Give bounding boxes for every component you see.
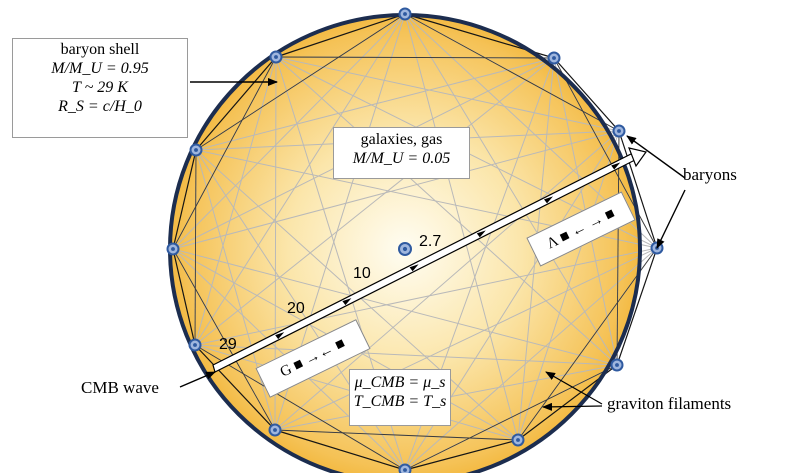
- wave-tick-marks: [275, 162, 621, 340]
- graviton-filament: [517, 247, 658, 441]
- baryon-node-core: [403, 468, 407, 472]
- temp-label-29: 29: [219, 336, 237, 353]
- graviton-filament: [404, 439, 519, 471]
- graviton-filament: [404, 247, 658, 471]
- baryon-node-core: [615, 363, 619, 367]
- baryon-node-core: [193, 343, 197, 347]
- baryon-node-core: [617, 129, 621, 133]
- graviton-filament: [275, 56, 555, 59]
- galaxies-box: galaxies, gas M/M_U = 0.05: [333, 127, 470, 179]
- wave-tick: [342, 298, 352, 306]
- baryon-node-core: [552, 56, 556, 60]
- cmb-wave-label: CMB wave: [81, 378, 159, 397]
- baryons-pointer-upper: [626, 135, 686, 179]
- graviton-filament: [517, 130, 620, 441]
- graviton-filament: [618, 130, 658, 249]
- graviton-filament: [274, 429, 519, 441]
- baryon-shell-mass: M/M_U = 0.95: [51, 59, 149, 77]
- cmb-chemical-potential: μ_CMB = μ_s: [354, 374, 446, 391]
- baryon-node-core: [274, 55, 278, 59]
- temp-label-2-7: 2.7: [419, 233, 442, 250]
- baryon-node-core: [516, 438, 520, 442]
- graviton-filament: [194, 149, 197, 346]
- galaxies-title: galaxies, gas: [360, 131, 443, 148]
- graviton-filament: [275, 56, 618, 366]
- graviton-filament: [274, 429, 406, 471]
- galaxies-mass: M/M_U = 0.05: [352, 149, 451, 167]
- graviton-filament: [194, 344, 618, 366]
- graviton-filament: [275, 13, 406, 58]
- baryon-node-core: [403, 12, 407, 16]
- wave-tick: [409, 264, 419, 272]
- baryon-shell-radius: R_S = c/H_0: [58, 97, 142, 115]
- filaments-pointer-upper: [545, 371, 603, 405]
- graviton-filament: [275, 56, 620, 132]
- graviton-filament: [194, 13, 406, 346]
- temp-label-20: 20: [287, 300, 305, 317]
- baryons-pointer-lower: [656, 189, 686, 249]
- graviton-filament: [172, 149, 197, 250]
- graviton-filaments-label: graviton filaments: [607, 394, 732, 413]
- graviton-filament: [195, 13, 406, 151]
- graviton-filament: [616, 247, 658, 366]
- graviton-filament: [404, 13, 519, 441]
- baryon-node-core: [273, 428, 277, 432]
- cmb-wave-arrow: [212, 147, 648, 373]
- center-node-core: [402, 246, 408, 252]
- cmb-wave-pointer: [179, 371, 216, 388]
- baryon-node-core: [194, 148, 198, 152]
- graviton-filament: [274, 247, 658, 431]
- graviton-filament: [553, 57, 658, 249]
- graviton-filament: [194, 56, 277, 346]
- temp-label-10: 10: [353, 265, 371, 282]
- graviton-filament: [172, 248, 276, 431]
- cmb-condition-box: μ_CMB = μ_s T_CMB = T_s: [349, 369, 451, 426]
- graviton-filament: [194, 344, 276, 431]
- graviton-filament: [194, 344, 406, 471]
- graviton-filament: [194, 57, 555, 346]
- wave-tick: [544, 196, 553, 204]
- graviton-filament: [404, 13, 618, 366]
- baryon-shell-title: baryon shell: [60, 41, 140, 58]
- baryon-shell-temp: T ~ 29 K: [72, 78, 128, 96]
- graviton-filament: [172, 56, 277, 250]
- graviton-filament: [274, 130, 620, 431]
- baryon-node-core: [171, 247, 175, 251]
- graviton-filament: [404, 364, 618, 471]
- graviton-filament: [172, 130, 620, 250]
- wave-tick: [275, 332, 285, 340]
- baryon-shell-box: baryon shell M/M_U = 0.95 T ~ 29 K R_S =…: [12, 38, 188, 138]
- baryon-nodes: [166, 7, 664, 473]
- wave-tick: [611, 162, 621, 170]
- graviton-filament: [172, 248, 618, 366]
- graviton-filament: [172, 13, 406, 250]
- graviton-filament: [616, 130, 620, 366]
- cmb-temperature: T_CMB = T_s: [353, 392, 447, 410]
- baryons-label: baryons: [683, 165, 737, 184]
- graviton-filament: [172, 248, 196, 346]
- graviton-filament: [194, 247, 658, 346]
- wave-tick: [476, 230, 486, 238]
- graviton-filament: [195, 56, 277, 151]
- graviton-filament: [195, 57, 555, 151]
- graviton-filament: [553, 57, 620, 132]
- filaments-pointer-lower: [542, 402, 603, 411]
